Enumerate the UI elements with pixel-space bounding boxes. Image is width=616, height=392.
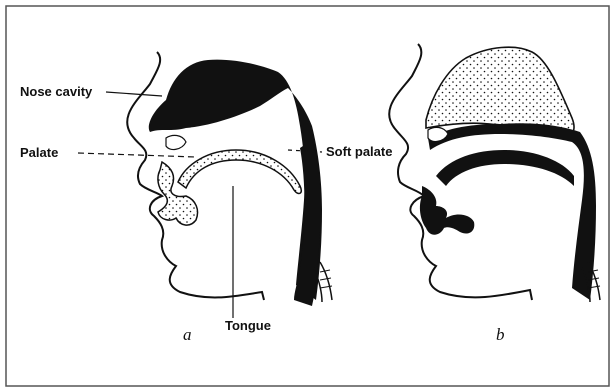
label-palate: Palate	[20, 145, 58, 160]
panel-b-oral-tract	[428, 123, 596, 300]
panel-a-diagram: Nose cavity Palate Soft palate Tongue a	[20, 52, 392, 344]
panel-label-a: a	[183, 325, 192, 344]
panel-b-ridge-dot	[448, 134, 453, 139]
label-soft-palate: Soft palate	[326, 144, 392, 159]
panel-b-diagram: b	[389, 44, 600, 344]
leader-palate	[78, 153, 196, 157]
panel-b-nasal-cavity	[426, 47, 574, 136]
panel-label-b: b	[496, 325, 505, 344]
panel-b-tongue-tip	[420, 186, 474, 235]
leader-nose-cavity	[106, 92, 162, 96]
panel-a-tongue-outline	[178, 150, 301, 193]
label-nose-cavity: Nose cavity	[20, 84, 93, 99]
panel-b-velum	[436, 150, 574, 186]
label-tongue: Tongue	[225, 318, 271, 333]
